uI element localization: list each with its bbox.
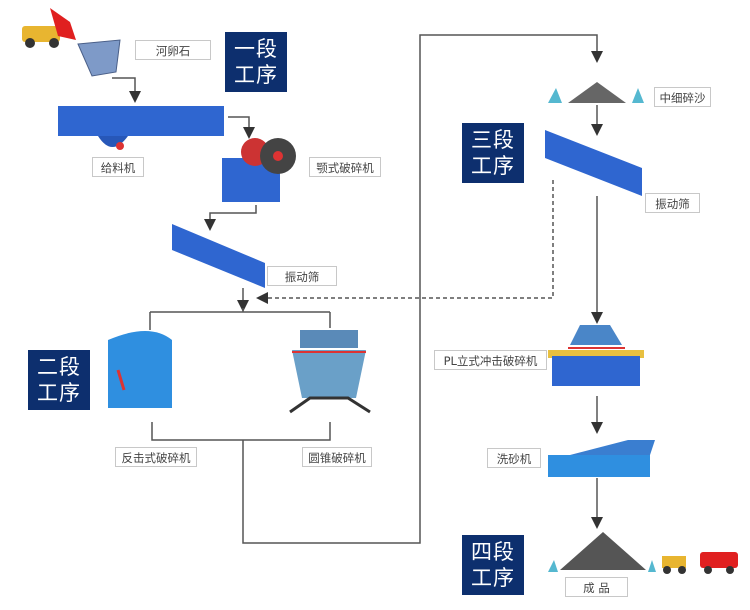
- impact-crusher-icon: [108, 331, 172, 408]
- dump-truck-icon: [22, 8, 76, 48]
- label-sand-washer: 洗砂机: [487, 448, 541, 468]
- label-impact-crusher: 反击式破碎机: [115, 447, 197, 467]
- label-screen2: 振动筛: [645, 193, 700, 213]
- vsi-crusher-icon: [548, 325, 644, 386]
- stage-2-line2: 工序: [37, 381, 81, 405]
- loader-truck-icon: [662, 552, 738, 574]
- label-jaw-crusher: 颚式破碎机: [309, 157, 381, 177]
- sand-washer-icon: [548, 440, 655, 477]
- dashed-return-line: [256, 180, 554, 304]
- stage-3-line1: 三段: [471, 128, 515, 152]
- stage-3-box: 三段工序: [462, 123, 524, 183]
- arrow-hopper-feeder: [112, 77, 141, 103]
- product-pile-icon: [548, 532, 656, 572]
- label-pebble: 河卵石: [135, 40, 211, 60]
- stage-4-line1: 四段: [471, 540, 515, 564]
- label-vsi-crusher: PL立式冲击破碎机: [434, 350, 547, 370]
- return-line: [242, 34, 603, 544]
- arrow-feeder-jaw: [228, 116, 255, 139]
- stage-4-box: 四段工序: [462, 535, 524, 595]
- feeder-machine-icon: [58, 106, 224, 150]
- stage-2-box: 二段工序: [28, 350, 90, 410]
- stage-1-box: 一段工序: [225, 32, 287, 92]
- label-fine-sand: 中细碎沙: [654, 87, 711, 107]
- vibrating-screen-icon: [545, 130, 642, 196]
- collect-line: [151, 422, 331, 441]
- cone-crusher-icon: [289, 330, 371, 414]
- hopper-icon: [77, 39, 121, 77]
- stage-1-line1: 一段: [234, 37, 278, 61]
- label-product: 成 品: [565, 577, 628, 597]
- jaw-crusher-icon: [222, 138, 296, 202]
- label-cone-crusher: 圆锥破碎机: [302, 447, 372, 467]
- arrow-jaw-screen: [204, 205, 257, 231]
- label-screen1: 振动筛: [267, 266, 337, 286]
- branch-line: [149, 308, 331, 330]
- vibrating-screen-icon: [172, 224, 265, 288]
- stage-1-line2: 工序: [234, 63, 278, 87]
- label-feeder: 给料机: [92, 157, 144, 177]
- stage-3-line2: 工序: [471, 154, 515, 178]
- stage-4-line2: 工序: [471, 566, 515, 590]
- fine-sand-pile-icon: [548, 82, 644, 103]
- stage-2-line1: 二段: [37, 355, 81, 379]
